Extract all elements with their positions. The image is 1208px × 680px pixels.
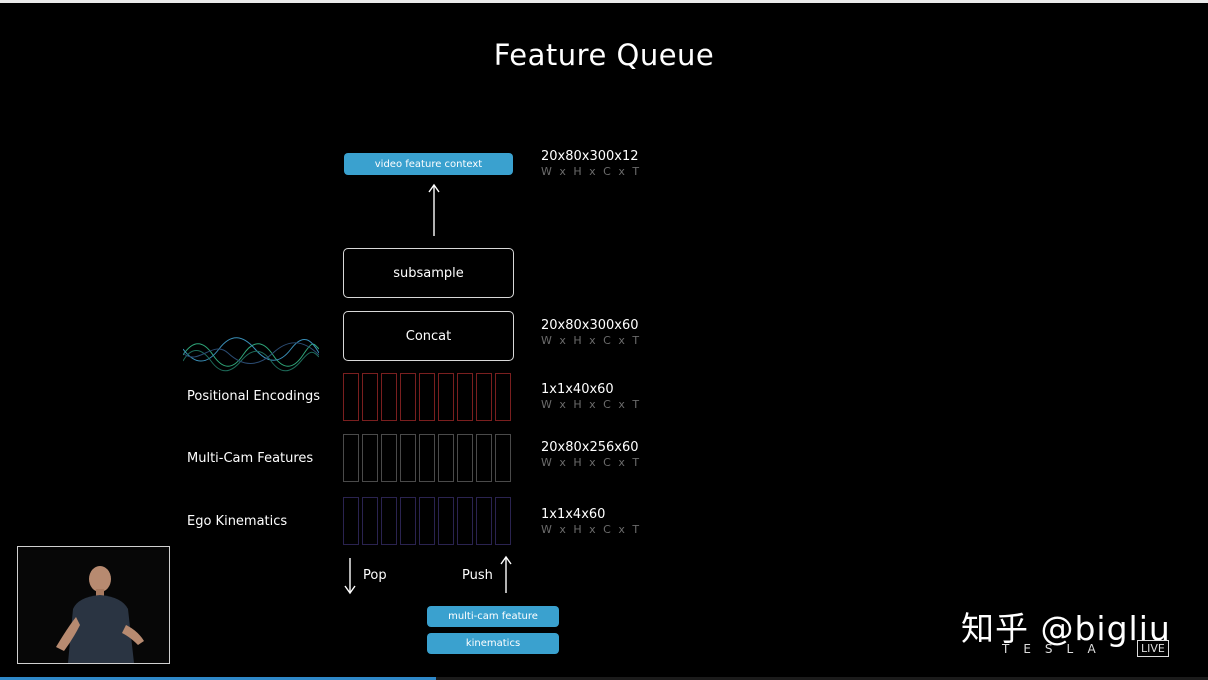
dim-axes: W x H x C x T <box>541 165 642 178</box>
multicam-queue-cell <box>362 434 378 482</box>
video-feature-context-box: video feature context <box>344 153 513 175</box>
positional-queue-cell <box>438 373 454 421</box>
dim-ego: 1x1x4x60 W x H x C x T <box>541 508 641 537</box>
tesla-logo-text: TESLA <box>1002 642 1110 656</box>
speaker-figure <box>18 547 169 663</box>
dim-concat: 20x80x300x60 W x H x C x T <box>541 319 641 348</box>
multicam-queue-cell <box>476 434 492 482</box>
multicam-cells <box>343 434 511 482</box>
ego-queue-cell <box>438 497 454 545</box>
dim-positional: 1x1x40x60 W x H x C x T <box>541 383 641 412</box>
dim-multicam: 20x80x256x60 W x H x C x T <box>541 441 641 470</box>
positional-queue-cell <box>419 373 435 421</box>
dim-axes: W x H x C x T <box>541 398 642 411</box>
multicam-queue-cell <box>400 434 416 482</box>
positional-queue-cell <box>457 373 473 421</box>
up-arrow-icon <box>428 183 440 236</box>
ego-queue-cell <box>419 497 435 545</box>
ego-queue-cell <box>362 497 378 545</box>
subsample-box: subsample <box>343 248 514 298</box>
dim-value: 20x80x300x12 <box>541 149 639 164</box>
multicam-queue-cell <box>381 434 397 482</box>
ego-queue-cell <box>381 497 397 545</box>
dim-output: 20x80x300x12 W x H x C x T <box>541 150 641 179</box>
multicam-queue-cell <box>495 434 511 482</box>
positional-cells <box>343 373 511 421</box>
positional-queue-cell <box>381 373 397 421</box>
dim-value: 20x80x256x60 <box>541 440 639 455</box>
slide-title: Feature Queue <box>493 38 715 72</box>
positional-queue-cell <box>476 373 492 421</box>
multicam-queue-cell <box>457 434 473 482</box>
up-arrow-icon <box>500 555 512 593</box>
multicam-queue-cell <box>419 434 435 482</box>
multicam-queue-cell <box>343 434 359 482</box>
label-ego-kinematics: Ego Kinematics <box>187 514 288 529</box>
label-positional-encodings: Positional Encodings <box>187 389 321 404</box>
video-progress-track[interactable] <box>436 677 1208 680</box>
ego-queue-cell <box>400 497 416 545</box>
video-progress-bar[interactable] <box>0 677 436 680</box>
positional-queue-cell <box>495 373 511 421</box>
dim-value: 1x1x40x60 <box>541 382 614 397</box>
dim-axes: W x H x C x T <box>541 523 642 536</box>
multi-cam-feature-box: multi-cam feature <box>427 606 559 627</box>
ego-queue-cell <box>343 497 359 545</box>
wave-graphic <box>183 337 319 372</box>
dim-axes: W x H x C x T <box>541 334 642 347</box>
ego-queue-cell <box>495 497 511 545</box>
down-arrow-icon <box>344 558 356 595</box>
positional-queue-cell <box>343 373 359 421</box>
ego-queue-cell <box>457 497 473 545</box>
positional-queue-cell <box>400 373 416 421</box>
push-label: Push <box>462 568 493 583</box>
live-badge: LIVE <box>1137 640 1169 657</box>
kinematics-box: kinematics <box>427 633 559 654</box>
watermark-text: 知乎 @bigliu <box>961 609 1171 648</box>
top-strip <box>0 0 1208 3</box>
positional-queue-cell <box>362 373 378 421</box>
pop-label: Pop <box>363 568 387 583</box>
label-multi-cam-features: Multi-Cam Features <box>187 451 314 466</box>
multicam-queue-cell <box>438 434 454 482</box>
ego-queue-cell <box>476 497 492 545</box>
speaker-video-thumbnail <box>17 546 170 664</box>
concat-box: Concat <box>343 311 514 361</box>
dim-value: 20x80x300x60 <box>541 318 639 333</box>
dim-axes: W x H x C x T <box>541 456 642 469</box>
ego-cells <box>343 497 511 545</box>
dim-value: 1x1x4x60 <box>541 507 606 522</box>
